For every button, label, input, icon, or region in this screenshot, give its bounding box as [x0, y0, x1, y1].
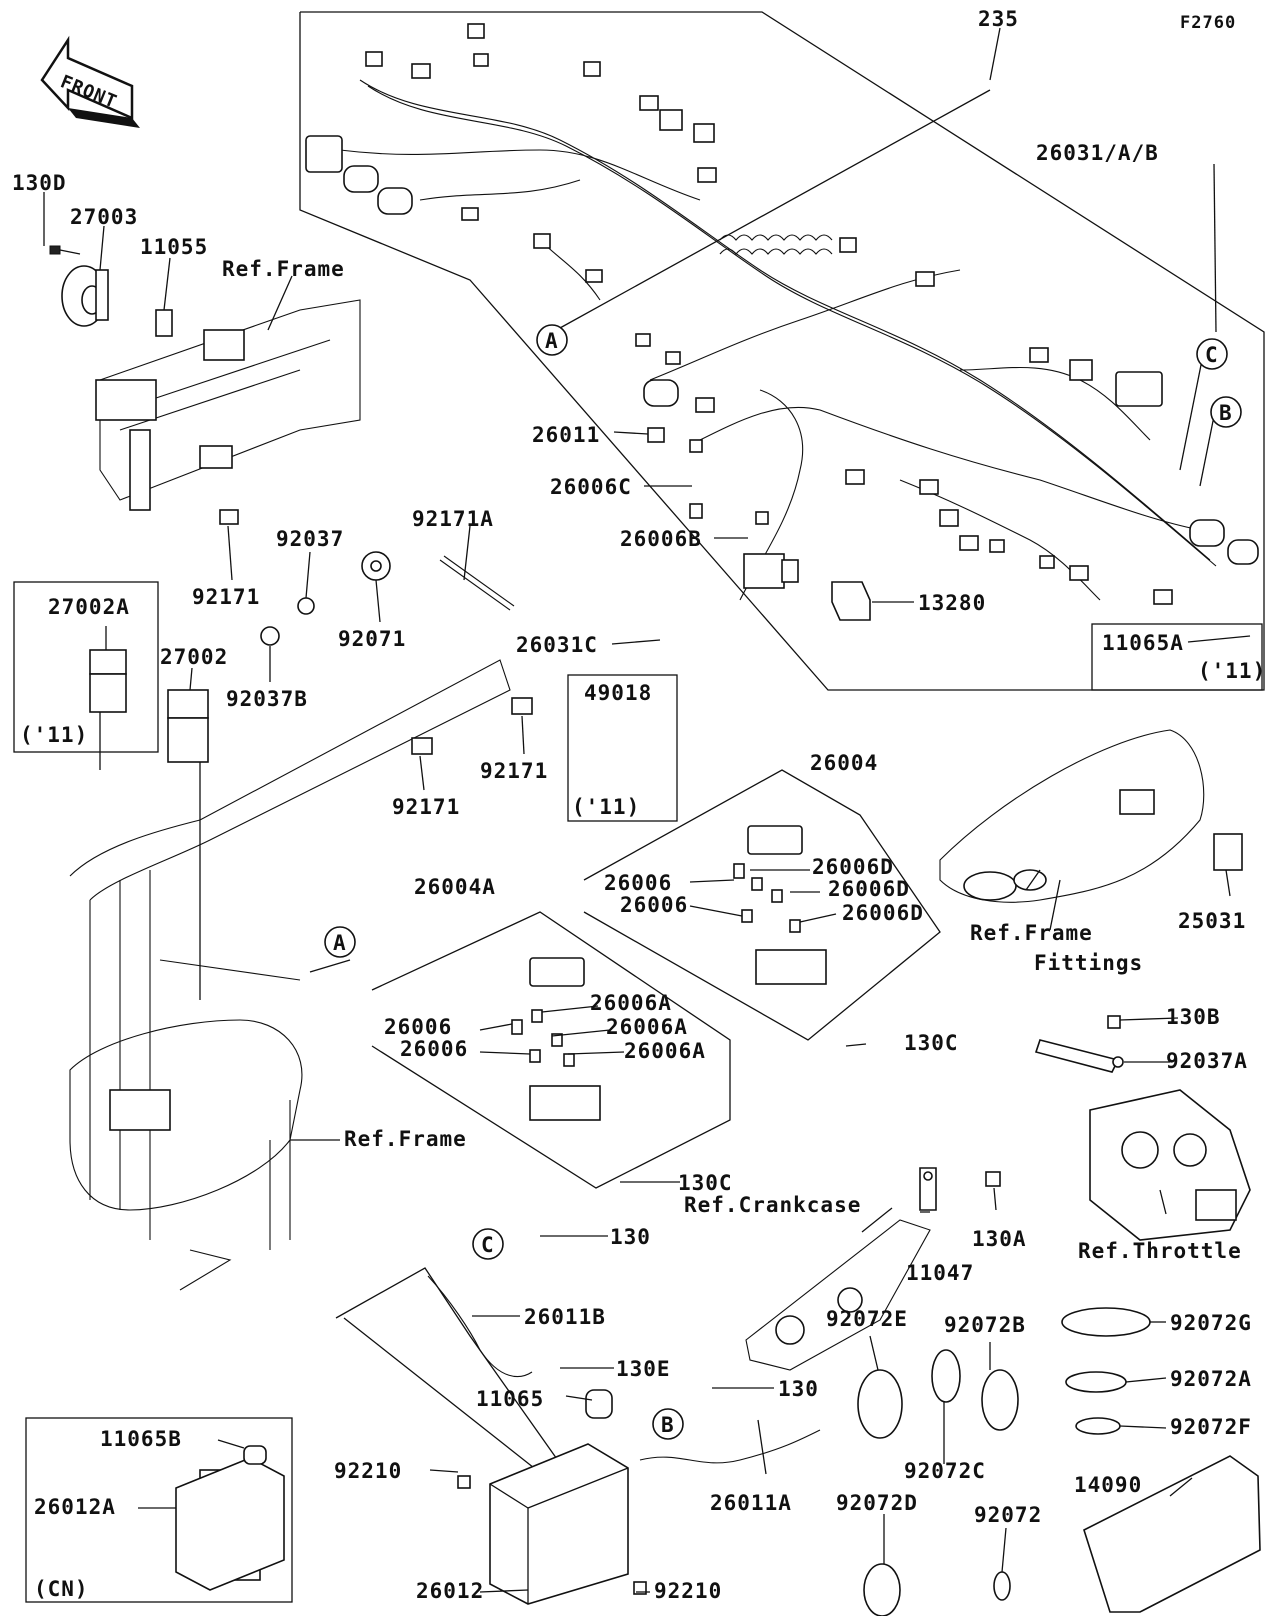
- label-13280: 13280: [918, 591, 986, 615]
- label-92072g: 92072G: [1170, 1311, 1252, 1335]
- label-11047: 11047: [906, 1261, 974, 1285]
- label-130b: 130B: [1166, 1005, 1221, 1029]
- label-26011a: 26011A: [710, 1491, 792, 1515]
- label-26006d-3: 26006D: [842, 901, 924, 925]
- ref-frame-right: Ref.Frame: [970, 921, 1093, 945]
- label-26011: 26011: [532, 423, 600, 447]
- label-92210-2: 92210: [654, 1579, 722, 1603]
- label-235: 235: [978, 7, 1019, 31]
- label-92072: 92072: [974, 1503, 1042, 1527]
- label-130e: 130E: [616, 1357, 671, 1381]
- label-92072c: 92072C: [904, 1459, 986, 1483]
- label-92072f: 92072F: [1170, 1415, 1252, 1439]
- front-arrow: FRONT: [40, 35, 140, 128]
- label-14090: 14090: [1074, 1473, 1142, 1497]
- label-26006-1: 26006: [604, 871, 672, 895]
- label-92171-lower: 92171: [392, 795, 460, 819]
- figure-code: F2760: [1180, 13, 1236, 33]
- label-26006-4: 26006: [400, 1037, 468, 1061]
- label-26012: 26012: [416, 1579, 484, 1603]
- label-130a: 130A: [972, 1227, 1027, 1251]
- group-outlines: [13, 11, 1265, 1603]
- leader-lines: [43, 27, 1251, 1593]
- label-11065a: 11065A: [1102, 631, 1184, 655]
- label-49018: 49018: [584, 681, 652, 705]
- callout-c-lower: C: [481, 1233, 495, 1257]
- label-92037a: 92037A: [1166, 1049, 1248, 1073]
- label-92037b: 92037B: [226, 687, 308, 711]
- label-26006a-2: 26006A: [606, 1015, 688, 1039]
- callout-a-lower: A: [333, 931, 347, 955]
- label-92072a: 92072A: [1170, 1367, 1252, 1391]
- callout-c-upper: C: [1205, 343, 1219, 367]
- label-92171a: 92171A: [412, 507, 494, 531]
- ref-frame-fittings: Fittings: [1034, 951, 1143, 975]
- label-92072e: 92072E: [826, 1307, 908, 1331]
- label-27002: 27002: [160, 645, 228, 669]
- label-11065: 11065: [476, 1387, 544, 1411]
- year-note-11065a: ('11): [1198, 659, 1266, 683]
- label-92072d: 92072D: [836, 1491, 918, 1515]
- callout-b-upper: B: [1219, 401, 1233, 425]
- label-92072b: 92072B: [944, 1313, 1026, 1337]
- label-26006-3: 26006: [384, 1015, 452, 1039]
- label-26012a: 26012A: [34, 1495, 116, 1519]
- label-26006-2: 26006: [620, 893, 688, 917]
- label-26011b: 26011B: [524, 1305, 606, 1329]
- label-26031-a-b: 26031/A/B: [1036, 141, 1159, 165]
- label-130d: 130D: [12, 171, 67, 195]
- label-26006c: 26006C: [550, 475, 632, 499]
- label-25031: 25031: [1178, 909, 1246, 933]
- ref-throttle: Ref.Throttle: [1078, 1239, 1242, 1263]
- label-27002a: 27002A: [48, 595, 130, 619]
- label-26004: 26004: [810, 751, 878, 775]
- ref-frame-lower: Ref.Frame: [344, 1127, 467, 1151]
- main-wiring-harness: [305, 23, 1259, 621]
- fuse-box-26004: [733, 825, 827, 985]
- label-92037: 92037: [276, 527, 344, 551]
- fuse-box-26004A: [511, 957, 601, 1121]
- label-26006a-3: 26006A: [624, 1039, 706, 1063]
- battery-drawing: [175, 1275, 821, 1605]
- label-26006b: 26006B: [620, 527, 702, 551]
- label-26031c: 26031C: [516, 633, 598, 657]
- cn-note: (CN): [34, 1577, 89, 1601]
- part-labels: F2760 235 26031/A/B 130D 27003 11055 260…: [12, 7, 1266, 1603]
- label-92071: 92071: [338, 627, 406, 651]
- frame-drawing-upper-left: [49, 245, 361, 525]
- callout-circles: A C B A C B: [324, 324, 1242, 1440]
- year-note-49018: ('11): [572, 795, 640, 819]
- label-26004a: 26004A: [414, 875, 496, 899]
- label-130-1: 130: [610, 1225, 651, 1249]
- ref-crankcase: Ref.Crankcase: [684, 1193, 861, 1217]
- label-11065b: 11065B: [100, 1427, 182, 1451]
- label-26006a-1: 26006A: [590, 991, 672, 1015]
- label-11055: 11055: [140, 235, 208, 259]
- year-note-27002a: ('11): [20, 723, 88, 747]
- label-92171-upper: 92171: [192, 585, 260, 609]
- label-92210-1: 92210: [334, 1459, 402, 1483]
- frame-drawing-lower-left: [69, 551, 533, 1291]
- ref-frame-upper: Ref.Frame: [222, 257, 345, 281]
- label-27003: 27003: [70, 205, 138, 229]
- frame-drawing-right: [745, 729, 1251, 1371]
- label-130c-1: 130C: [904, 1031, 959, 1055]
- callout-b-lower: B: [661, 1413, 675, 1437]
- callout-a-upper: A: [545, 329, 559, 353]
- label-26006d-2: 26006D: [828, 877, 910, 901]
- label-92171-mid: 92171: [480, 759, 548, 783]
- label-130c-2: 130C: [678, 1171, 733, 1195]
- label-130-2: 130: [778, 1377, 819, 1401]
- label-26006d-1: 26006D: [812, 855, 894, 879]
